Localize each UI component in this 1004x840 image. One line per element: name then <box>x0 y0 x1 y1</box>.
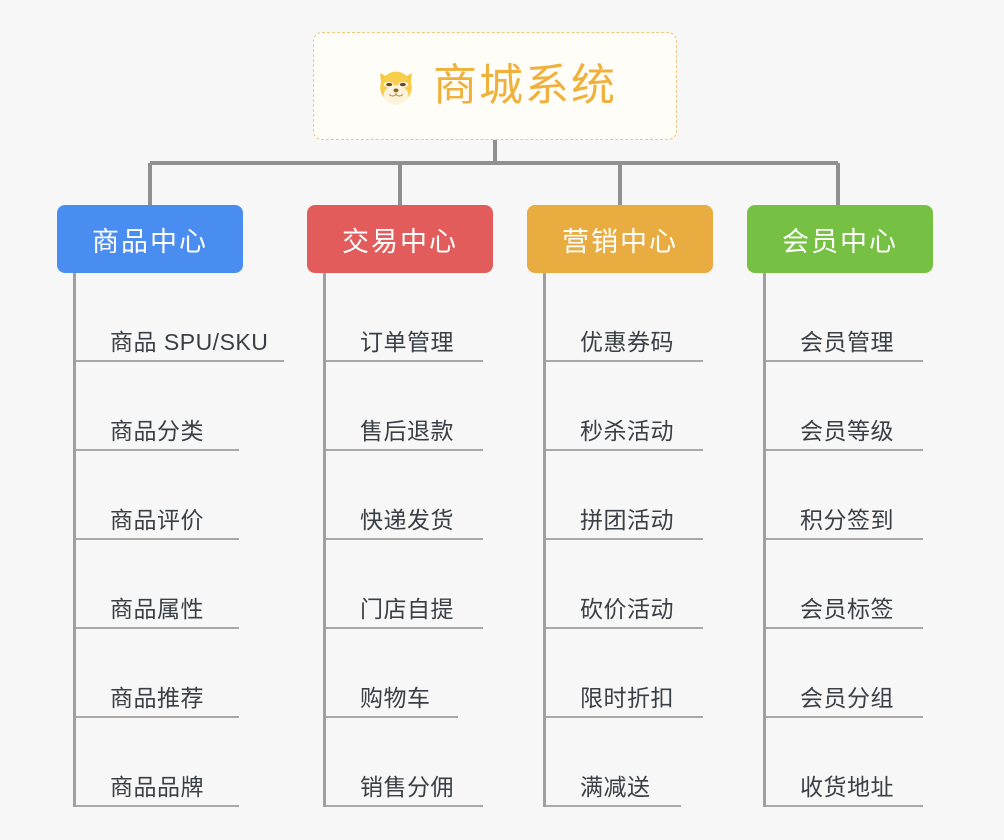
leaf-item[interactable]: 商品分类 <box>76 362 277 451</box>
leaf-item-underline <box>766 538 923 540</box>
leaf-item-label: 门店自提 <box>360 595 454 622</box>
leaf-item-label: 商品评价 <box>110 506 204 533</box>
leaf-item-label: 拼团活动 <box>580 506 674 533</box>
leaf-item[interactable]: 商品推荐 <box>76 629 277 718</box>
leaf-item-label: 商品品牌 <box>110 773 204 800</box>
leaf-item-label: 优惠券码 <box>580 328 674 355</box>
category-header-member-center[interactable]: 会员中心 <box>747 205 933 273</box>
leaf-item[interactable]: 购物车 <box>326 629 527 718</box>
leaf-item-underline <box>76 449 239 451</box>
leaf-item-underline <box>546 627 703 629</box>
leaf-item-underline <box>76 538 239 540</box>
leaf-item[interactable]: 会员标签 <box>766 540 967 629</box>
leaf-item[interactable]: 限时折扣 <box>546 629 747 718</box>
item-list-member-center: 会员管理会员等级积分签到会员标签会员分组收货地址 <box>763 273 967 807</box>
leaf-item-label: 会员分组 <box>800 684 894 711</box>
leaf-item[interactable]: 商品属性 <box>76 540 277 629</box>
leaf-item[interactable]: 会员等级 <box>766 362 967 451</box>
leaf-item[interactable]: 收货地址 <box>766 718 967 807</box>
root-node[interactable]: 商城系统 <box>313 32 677 140</box>
leaf-item[interactable]: 商品品牌 <box>76 718 277 807</box>
leaf-item-label: 商品属性 <box>110 595 204 622</box>
leaf-item-label: 订单管理 <box>360 328 454 355</box>
leaf-item-label: 会员管理 <box>800 328 894 355</box>
leaf-item-label: 销售分佣 <box>360 773 454 800</box>
branch-column-marketing-center: 营销中心 优惠券码秒杀活动拼团活动砍价活动限时折扣满减送 <box>527 205 747 807</box>
leaf-item[interactable]: 会员管理 <box>766 273 967 362</box>
leaf-item-underline <box>546 360 703 362</box>
leaf-item-label: 商品推荐 <box>110 684 204 711</box>
category-header-trade-center[interactable]: 交易中心 <box>307 205 493 273</box>
leaf-item[interactable]: 优惠券码 <box>546 273 747 362</box>
leaf-item-underline <box>326 805 483 807</box>
leaf-item-underline <box>546 716 703 718</box>
shiba-dog-face-icon <box>380 71 412 105</box>
leaf-item-underline <box>326 538 483 540</box>
item-list-product-center: 商品 SPU/SKU 商品分类商品评价商品属性商品推荐商品品牌 <box>73 273 284 807</box>
root-title: 商城系统 <box>433 61 617 110</box>
leaf-item-label: 秒杀活动 <box>580 417 674 444</box>
item-list-trade-center: 订单管理售后退款快递发货门店自提购物车销售分佣 <box>323 273 527 807</box>
leaf-item[interactable]: 商品评价 <box>76 451 277 540</box>
leaf-item[interactable]: 快递发货 <box>326 451 527 540</box>
leaf-item[interactable]: 积分签到 <box>766 451 967 540</box>
leaf-item-underline <box>76 627 239 629</box>
leaf-item-label: 会员等级 <box>800 417 894 444</box>
leaf-item[interactable]: 售后退款 <box>326 362 527 451</box>
leaf-item[interactable]: 砍价活动 <box>546 540 747 629</box>
branch-column-member-center: 会员中心 会员管理会员等级积分签到会员标签会员分组收货地址 <box>747 205 967 807</box>
leaf-item-underline <box>766 805 923 807</box>
leaf-item-underline <box>546 449 703 451</box>
branch-column-product-center: 商品中心 商品 SPU/SKU 商品分类商品评价商品属性商品推荐商品品牌 <box>57 205 284 807</box>
leaf-item-label: 商品 SPU/SKU <box>110 328 269 355</box>
category-header-product-center[interactable]: 商品中心 <box>57 205 243 273</box>
leaf-item[interactable]: 满减送 <box>546 718 747 807</box>
leaf-item-underline <box>76 360 284 362</box>
leaf-item[interactable]: 秒杀活动 <box>546 362 747 451</box>
leaf-item-underline <box>326 449 483 451</box>
leaf-item-label: 满减送 <box>580 773 651 800</box>
leaf-item-label: 限时折扣 <box>580 684 674 711</box>
leaf-item-underline <box>76 716 239 718</box>
item-list-marketing-center: 优惠券码秒杀活动拼团活动砍价活动限时折扣满减送 <box>543 273 747 807</box>
leaf-item-underline <box>546 805 681 807</box>
category-header-marketing-center[interactable]: 营销中心 <box>527 205 713 273</box>
leaf-item[interactable]: 拼团活动 <box>546 451 747 540</box>
leaf-item-label: 购物车 <box>360 684 431 711</box>
leaf-item-underline <box>766 360 923 362</box>
leaf-item-label: 砍价活动 <box>580 595 674 622</box>
leaf-item[interactable]: 门店自提 <box>326 540 527 629</box>
leaf-item-underline <box>766 627 923 629</box>
leaf-item-underline <box>326 360 483 362</box>
leaf-item-underline <box>766 449 923 451</box>
leaf-item-underline <box>766 716 923 718</box>
leaf-item-underline <box>326 716 458 718</box>
leaf-item-label: 积分签到 <box>800 506 894 533</box>
leaf-item[interactable]: 销售分佣 <box>326 718 527 807</box>
leaf-item-label: 商品分类 <box>110 417 204 444</box>
leaf-item-underline <box>326 627 483 629</box>
leaf-item-underline <box>546 538 703 540</box>
leaf-item-label: 会员标签 <box>800 595 894 622</box>
leaf-item-underline <box>76 805 239 807</box>
branch-column-trade-center: 交易中心 订单管理售后退款快递发货门店自提购物车销售分佣 <box>307 205 527 807</box>
leaf-item-label: 售后退款 <box>360 417 454 444</box>
leaf-item[interactable]: 订单管理 <box>326 273 527 362</box>
leaf-item[interactable]: 商品 SPU/SKU <box>76 273 284 362</box>
leaf-item[interactable]: 会员分组 <box>766 629 967 718</box>
leaf-item-label: 收货地址 <box>800 773 894 800</box>
leaf-item-label: 快递发货 <box>360 506 454 533</box>
